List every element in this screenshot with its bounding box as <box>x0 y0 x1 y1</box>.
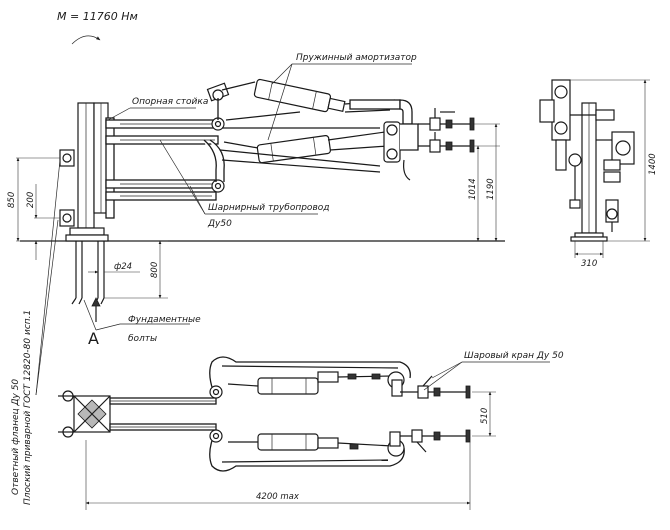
hinged-pipeline-label: Шарнирный трубопровод <box>208 203 329 213</box>
dim-510: 510 <box>480 408 490 424</box>
dim-310: 310 <box>581 259 597 269</box>
foundation-bolts-label-1: Фундаментные <box>128 315 201 325</box>
dim-24: ф24 <box>114 262 132 272</box>
ball-valve-lower <box>418 132 475 153</box>
dim-4200: 4200 max <box>256 492 300 502</box>
plan-view <box>35 159 550 510</box>
foundation-bolts-label-2: болты <box>128 334 157 344</box>
counter-flange-label-1: Ответный фланец Ду 50 <box>11 379 21 495</box>
support-post-label: Опорная стойка <box>132 97 208 107</box>
end-view <box>539 79 650 258</box>
dim-1014: 1014 <box>468 178 478 200</box>
view-a-label: A <box>88 329 99 348</box>
ball-valve-upper <box>418 108 475 131</box>
moment-label: M = 11760 Нм <box>57 10 138 23</box>
dim-200: 200 <box>26 192 36 208</box>
hinged-pipeline-dn-label: Ду50 <box>207 219 232 229</box>
rotation-arrow <box>71 35 101 45</box>
side-view <box>16 63 505 331</box>
dim-850: 850 <box>7 192 17 208</box>
ball-valve-label: Шаровый кран Ду 50 <box>464 351 564 361</box>
dim-800: 800 <box>150 262 160 278</box>
dim-1400: 1400 <box>648 153 658 175</box>
spring-damper-label: Пружинный амортизатор <box>296 53 417 63</box>
dim-1190: 1190 <box>486 178 496 200</box>
counter-flange-label-2: Плоский приварной ГОСТ 12820-80 исп.1 <box>23 310 33 505</box>
